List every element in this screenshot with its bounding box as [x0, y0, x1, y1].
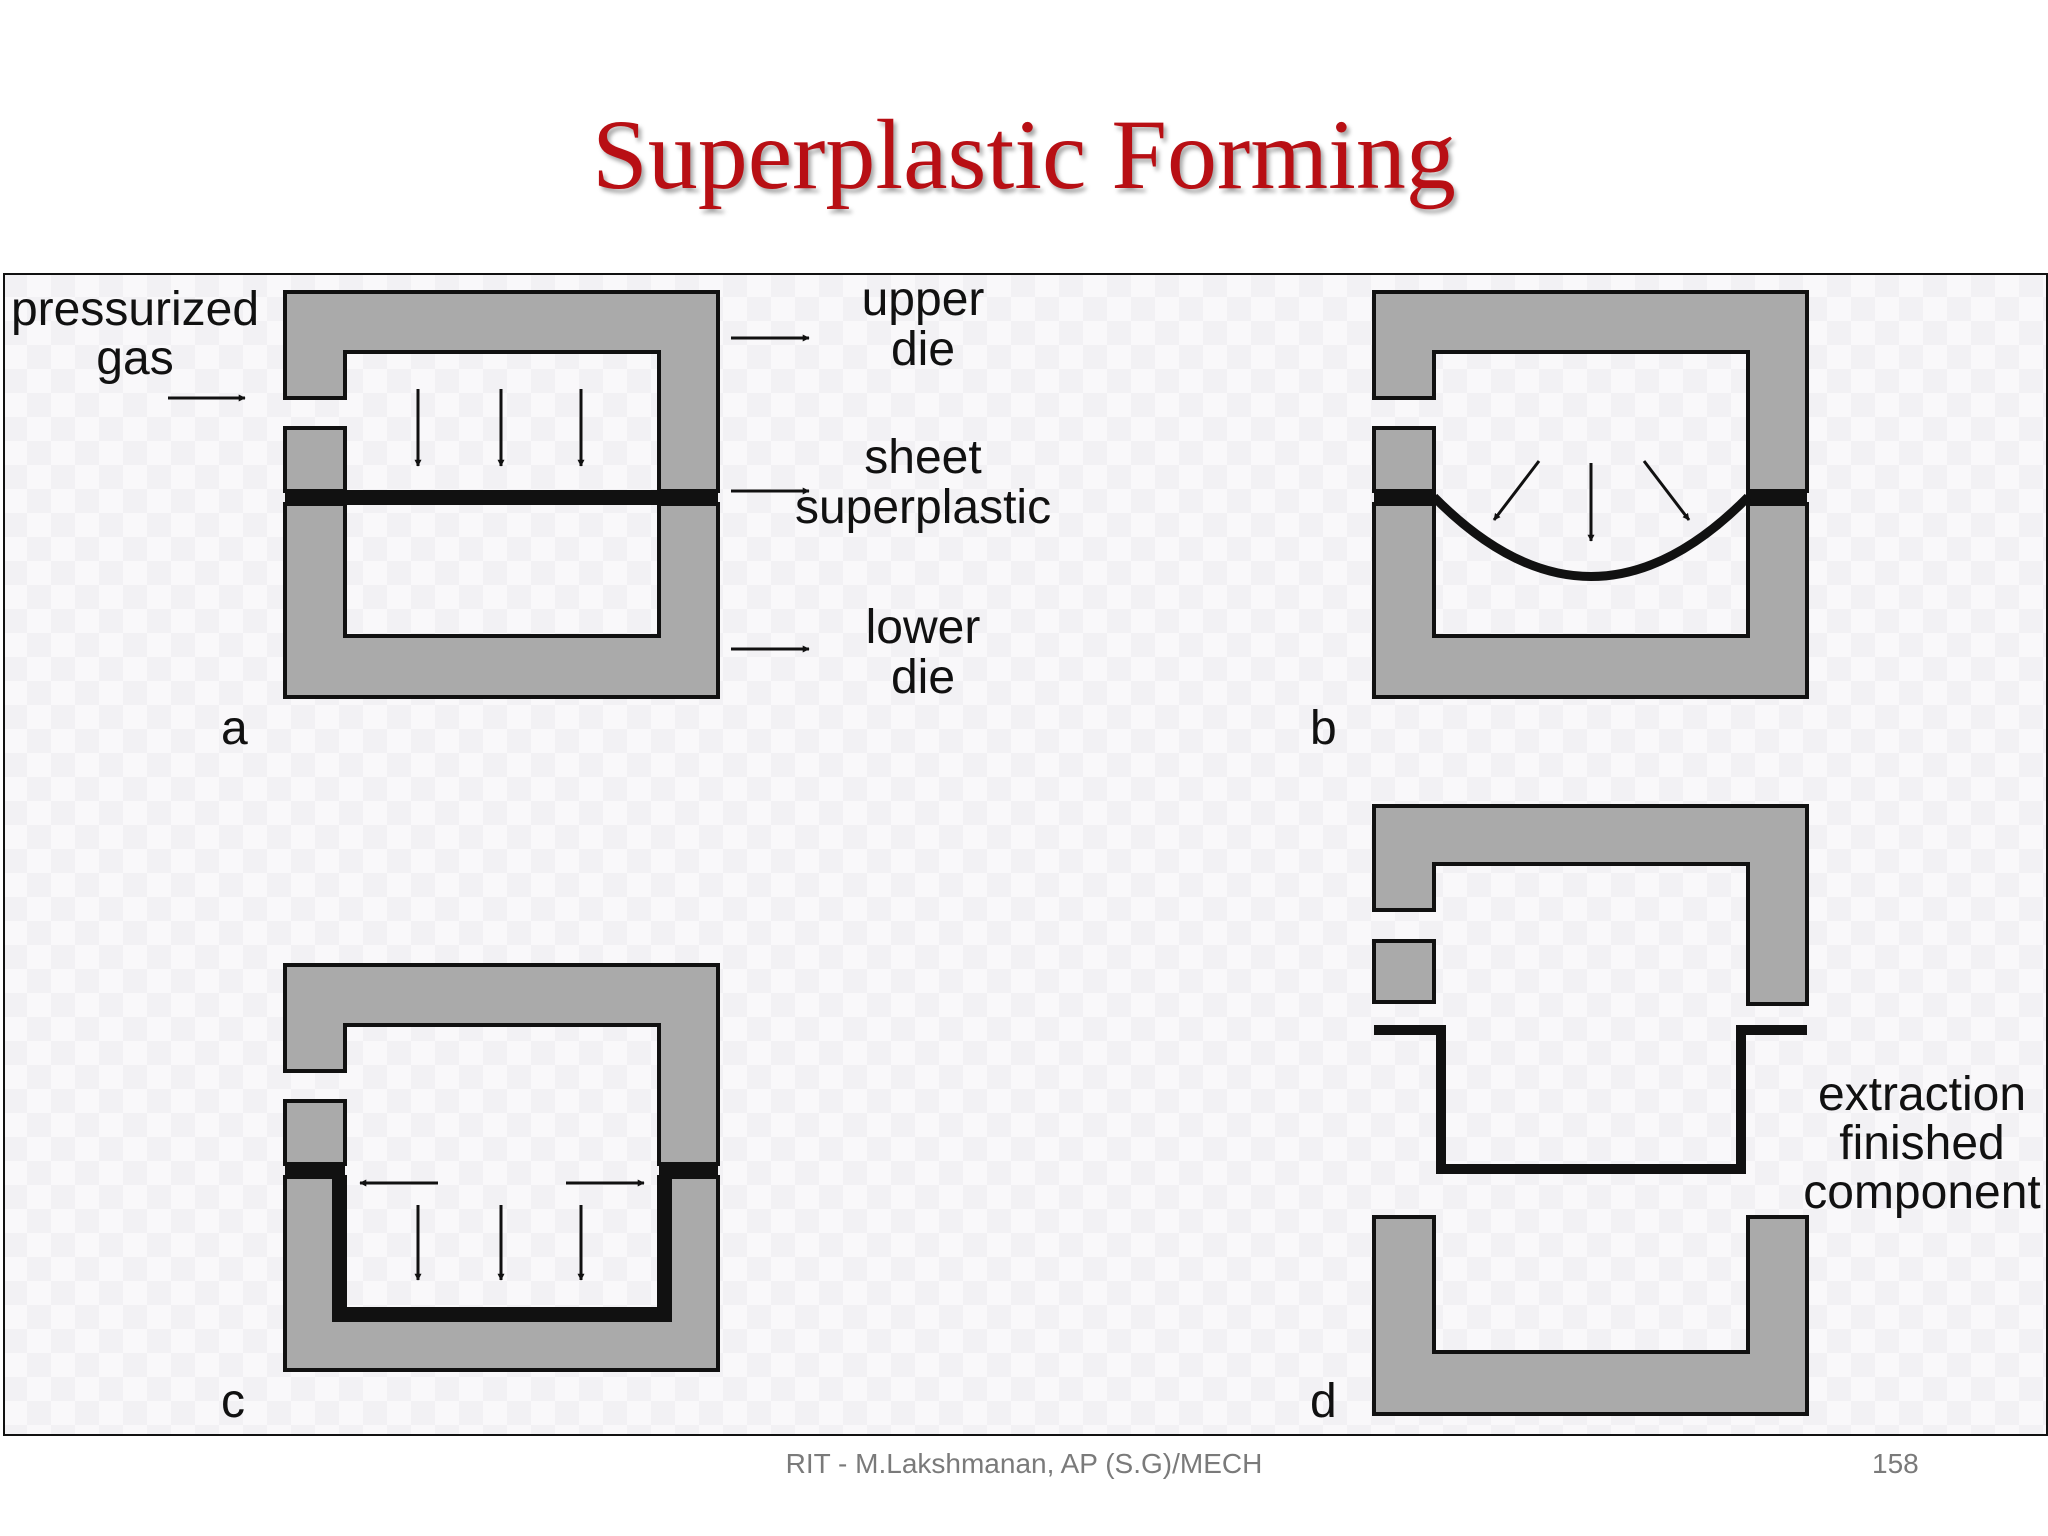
lower-die-d: [1372, 1215, 1809, 1416]
label-gas: gas: [96, 332, 173, 385]
label-sheet: sheet: [864, 431, 981, 484]
sheet-a: [285, 490, 718, 505]
page-number: 158: [1872, 1448, 1919, 1479]
upper-die-c: [283, 963, 720, 1166]
sheet-b-bulge: [1430, 493, 1752, 581]
label-upper: upper: [862, 273, 985, 326]
label-lower: lower: [866, 601, 981, 654]
sheet-b-left-flange: [1374, 490, 1436, 505]
die-block-a: [283, 426, 347, 493]
panel-c: c: [221, 963, 720, 1428]
label-component: component: [1803, 1166, 2041, 1219]
sheet-b-right-flange: [1746, 490, 1807, 505]
label-upper-die: die: [891, 323, 955, 376]
superplastic-forming-figure: pressurized gas upper die sheet superpla…: [3, 273, 2048, 1436]
panel-letter-c: c: [221, 1375, 245, 1428]
panel-d: extraction finished component d: [1310, 804, 2041, 1428]
panel-letter-b: b: [1310, 702, 1337, 755]
label-finished: finished: [1839, 1117, 2004, 1170]
slide-footer: RIT - M.Lakshmanan, AP (S.G)/MECH: [785, 1448, 1263, 1479]
pressure-arrow-b3: [1642, 460, 1691, 521]
panel-a: pressurized gas upper die sheet superpla…: [11, 273, 1051, 755]
label-extraction: extraction: [1818, 1068, 2026, 1121]
panel-letter-d: d: [1310, 1375, 1337, 1428]
label-lower-die: die: [891, 651, 955, 704]
pressure-arrow-b1: [1492, 460, 1541, 521]
upper-die-b: [1372, 290, 1809, 493]
die-block-d: [1372, 939, 1436, 1004]
slide-title: Superplastic Forming: [592, 99, 1456, 210]
label-pressurized: pressurized: [11, 283, 259, 336]
upper-die-a: [283, 290, 720, 493]
die-block-c: [283, 1099, 347, 1166]
die-block-b: [1372, 426, 1436, 493]
panel-b: b: [1310, 290, 1809, 755]
upper-die-d: [1372, 804, 1809, 1006]
panel-letter-a: a: [221, 702, 248, 755]
figure-canvas: pressurized gas upper die sheet superpla…: [3, 273, 2048, 1436]
finished-component: [1374, 1025, 1807, 1174]
label-superplastic: superplastic: [795, 481, 1051, 534]
